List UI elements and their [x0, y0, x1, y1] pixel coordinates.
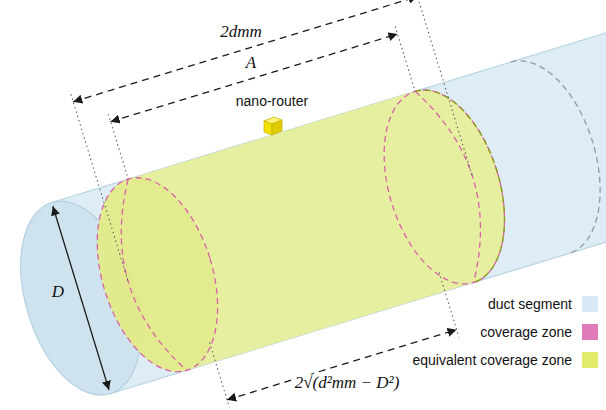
duct-body — [52, 27, 606, 394]
equivalent-coverage-cylinder — [76, 75, 527, 386]
dimension-label: 2√(d²mm − D²) — [292, 374, 403, 393]
router-cube — [260, 114, 284, 136]
legend-text: coverage zone — [478, 324, 574, 340]
router-node: nano-router — [234, 93, 310, 136]
legend-entry: coverage zone — [478, 324, 598, 340]
legend-entry: duct segment — [486, 296, 598, 312]
legend-swatch — [582, 324, 598, 340]
dimension-lines — [25, 0, 514, 410]
legend-swatch — [582, 352, 598, 368]
dimension-label: A — [243, 54, 259, 73]
router-label: nano-router — [234, 93, 310, 110]
legend-entry: equivalent coverage zone — [410, 352, 598, 368]
dimension-label: D — [49, 283, 67, 302]
legend: duct segment coverage zone equivalent cove… — [410, 296, 598, 368]
coverage-circle — [76, 163, 240, 386]
coverage-circle — [362, 75, 526, 298]
extension-lines — [71, 0, 516, 410]
dimension-label: 2dmm — [217, 23, 265, 42]
legend-swatch — [582, 296, 598, 312]
legend-text: equivalent coverage zone — [410, 352, 574, 368]
legend-text: duct segment — [486, 296, 574, 312]
